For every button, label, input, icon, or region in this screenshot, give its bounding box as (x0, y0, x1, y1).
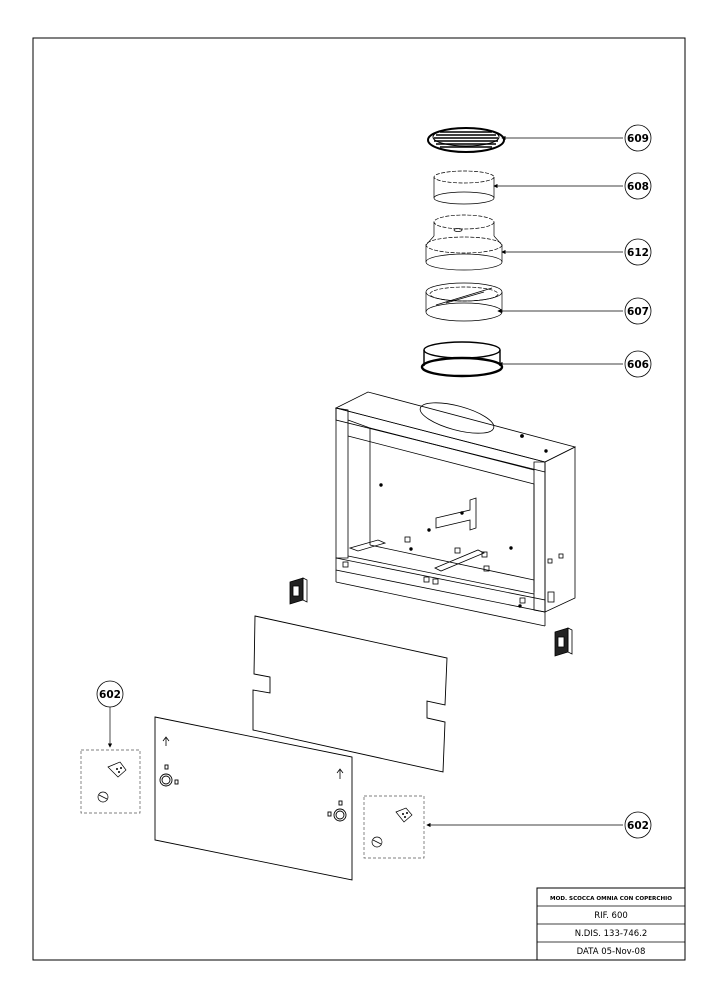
part-607-damper (425, 282, 503, 322)
title-block-drawing-number: N.DIS. 133-746.2 (575, 929, 648, 939)
part-609-grille (427, 127, 505, 153)
box-body (334, 391, 577, 627)
callout-609-label: 609 (627, 133, 649, 145)
callout-602-left-label: 602 (99, 689, 121, 701)
leader-lines (107, 135, 623, 828)
front-cover-panel (154, 716, 353, 881)
callout-602-left: 602 (96, 680, 124, 708)
clip-left (289, 577, 308, 605)
callout-608-label: 608 (627, 181, 649, 193)
callout-609: 609 (624, 124, 652, 152)
title-block-description: MOD. SCOCCA OMNIA CON COPERCHIO (550, 896, 672, 902)
part-612-reducer (425, 214, 503, 271)
part-608-ring (433, 170, 495, 205)
callout-602-right-label: 602 (627, 820, 649, 832)
title-block-date: DATA 05-Nov-08 (577, 947, 646, 957)
callout-607: 607 (624, 297, 652, 325)
callout-612-label: 612 (627, 247, 649, 259)
callout-602-right: 602 (624, 811, 652, 839)
title-block-reference: RIF. 600 (594, 911, 628, 921)
callout-606-label: 606 (627, 359, 649, 371)
detail-602-left (80, 749, 141, 814)
rear-panel (252, 615, 448, 773)
callout-608: 608 (624, 172, 652, 200)
callout-612: 612 (624, 238, 652, 266)
title-block: MOD. SCOCCA OMNIA CON COPERCHIO RIF. 600… (536, 887, 686, 961)
callout-607-label: 607 (627, 306, 649, 318)
detail-602-right (363, 795, 425, 859)
part-606-flange (420, 341, 504, 378)
clip-right (554, 627, 573, 657)
callout-606: 606 (624, 350, 652, 378)
drawing-border (32, 37, 686, 961)
